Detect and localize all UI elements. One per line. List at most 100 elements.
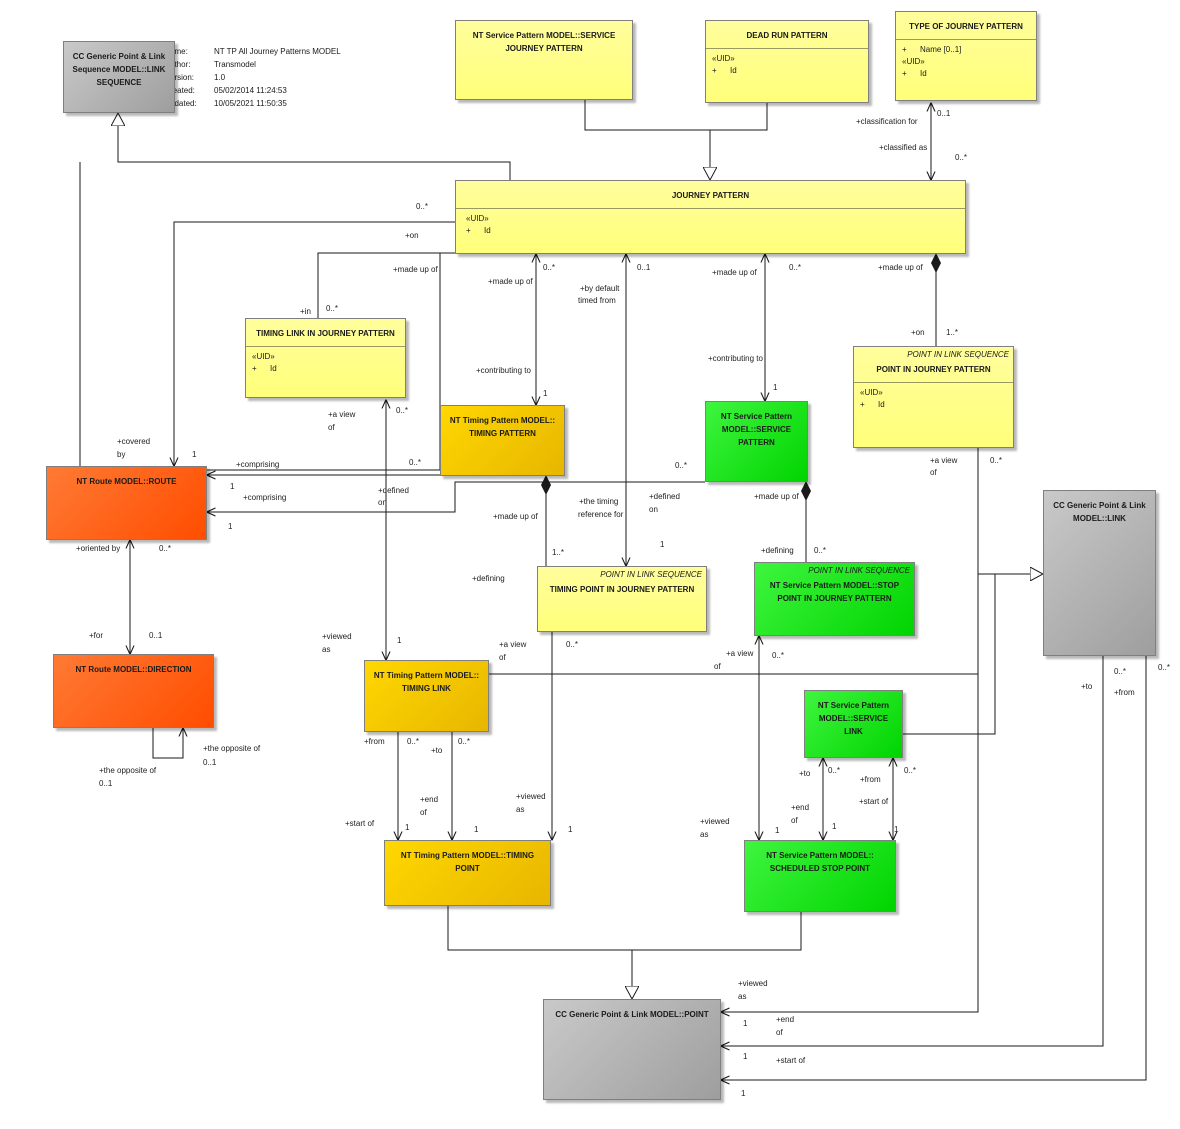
class-link-sequence[interactable]: CC Generic Point & Link Sequence MODEL::… bbox=[63, 41, 175, 113]
pinjp-view-of-point bbox=[721, 448, 979, 1012]
class-title: NT Route MODEL::ROUTE bbox=[76, 477, 177, 486]
role-label: +start of bbox=[776, 1056, 806, 1065]
multiplicity-label: 0..* bbox=[458, 737, 471, 746]
class-timing-pattern[interactable]: NT Timing Pattern MODEL:: TIMING PATTERN bbox=[440, 405, 565, 476]
uid-stereotype: «UID» bbox=[252, 352, 275, 361]
class-stop-point-in-journey-pattern[interactable]: POINT IN LINK SEQUENCE NT Service Patter… bbox=[754, 562, 915, 636]
multiplicity-label: 0..1 bbox=[937, 109, 951, 118]
multiplicity-label: 0..* bbox=[396, 406, 409, 415]
multiplicity-label: 0..* bbox=[904, 766, 917, 775]
class-scheduled-stop-point[interactable]: NT Service Pattern MODEL:: SCHEDULED STO… bbox=[744, 840, 896, 912]
class-title: CC Generic Point & Link MODEL::POINT bbox=[555, 1010, 709, 1019]
class-timing-link-in-journey-pattern[interactable]: TIMING LINK IN JOURNEY PATTERN «UID» + I… bbox=[245, 318, 406, 398]
role-label: +the opposite of bbox=[203, 744, 261, 753]
class-service-link[interactable]: NT Service Pattern MODEL::SERVICE LINK bbox=[804, 690, 903, 758]
attribute-name: + Name [0..1] bbox=[902, 45, 962, 54]
multiplicity-label: 1..* bbox=[946, 328, 959, 337]
multiplicity-label: 0..1 bbox=[149, 631, 163, 640]
role-label: +made up of bbox=[488, 277, 533, 286]
direction-opposite bbox=[152, 728, 183, 759]
role-label: +oriented by bbox=[76, 544, 121, 553]
role-label: of bbox=[930, 468, 937, 477]
jp-made-up-of-timing-links bbox=[317, 252, 455, 318]
class-title: JOURNEY PATTERN bbox=[456, 181, 965, 209]
class-route[interactable]: NT Route MODEL::ROUTE bbox=[46, 466, 207, 540]
attribute-id: + Id bbox=[860, 400, 885, 409]
generalization-jp-to-link-sequence bbox=[118, 113, 511, 180]
meta-author-key: uthor: bbox=[170, 60, 191, 69]
role-label: +made up of bbox=[878, 263, 923, 272]
multiplicity-label: 0..* bbox=[326, 304, 339, 313]
role-label: +from bbox=[1114, 688, 1135, 697]
class-direction[interactable]: NT Route MODEL::DIRECTION bbox=[53, 654, 214, 728]
role-label: +viewed bbox=[738, 979, 768, 988]
multiplicity-label: 0..* bbox=[1158, 663, 1171, 672]
multiplicity-label: 1 bbox=[741, 1089, 746, 1098]
role-label: by bbox=[117, 450, 126, 459]
class-service-pattern[interactable]: NT Service Pattern MODEL::SERVICE PATTER… bbox=[705, 401, 808, 482]
class-timing-link[interactable]: NT Timing Pattern MODEL:: TIMING LINK bbox=[364, 660, 489, 732]
role-label: of bbox=[791, 816, 798, 825]
class-point-in-journey-pattern[interactable]: POINT IN LINK SEQUENCE POINT IN JOURNEY … bbox=[853, 346, 1014, 448]
multiplicity-label: 0..* bbox=[416, 202, 429, 211]
generalization-dead-run bbox=[710, 103, 768, 131]
role-label: of bbox=[328, 423, 335, 432]
class-timing-point[interactable]: NT Timing Pattern MODEL::TIMING POINT bbox=[384, 840, 551, 906]
class-title: NT Route MODEL::DIRECTION bbox=[75, 665, 192, 674]
class-generic-link[interactable]: CC Generic Point & Link MODEL::LINK bbox=[1043, 490, 1156, 656]
multiplicity-label: 1 bbox=[743, 1019, 748, 1028]
role-label: of bbox=[776, 1028, 783, 1037]
multiplicity-label: 0..* bbox=[955, 153, 968, 162]
class-type-of-journey-pattern[interactable]: TYPE OF JOURNEY PATTERN + Name [0..1] «U… bbox=[895, 11, 1037, 101]
class-service-journey-pattern[interactable]: NT Service Pattern MODEL::SERVICE JOURNE… bbox=[455, 20, 633, 100]
role-label: +classification for bbox=[856, 117, 918, 126]
uid-stereotype: «UID» bbox=[902, 57, 925, 66]
multiplicity-label: 0..* bbox=[828, 766, 841, 775]
role-label: +defining bbox=[761, 546, 794, 555]
role-label: as bbox=[322, 645, 331, 654]
role-label: +defined bbox=[649, 492, 680, 501]
multiplicity-label: 0..* bbox=[409, 458, 422, 467]
role-label: +a view bbox=[726, 649, 754, 658]
class-title: NT Timing Pattern MODEL:: TIMING PATTERN bbox=[449, 416, 556, 438]
role-label: of bbox=[714, 662, 721, 671]
multiplicity-label: 1 bbox=[228, 522, 233, 531]
role-label: of bbox=[499, 653, 506, 662]
class-journey-pattern[interactable]: JOURNEY PATTERN «UID» + Id bbox=[455, 180, 966, 254]
meta-created: 05/02/2014 11:24:53 bbox=[214, 86, 287, 95]
role-label: timed from bbox=[578, 296, 616, 305]
role-label: +start of bbox=[859, 797, 889, 806]
multiplicity-label: 1 bbox=[192, 450, 197, 459]
role-label: +viewed bbox=[322, 632, 352, 641]
role-label: +end bbox=[776, 1015, 795, 1024]
role-label: as bbox=[700, 830, 709, 839]
multiplicity-label: 1 bbox=[743, 1052, 748, 1061]
class-generic-point[interactable]: CC Generic Point & Link MODEL::POINT bbox=[543, 999, 721, 1100]
role-label: +start of bbox=[345, 819, 375, 828]
meta-updated: 10/05/2021 11:50:35 bbox=[214, 99, 287, 108]
role-label: +for bbox=[89, 631, 104, 640]
class-title: NT Service Pattern MODEL::SERVICE PATTER… bbox=[720, 412, 793, 447]
multiplicity-label: 1 bbox=[894, 825, 899, 834]
role-label: +end bbox=[420, 795, 439, 804]
role-label: +covered bbox=[117, 437, 151, 446]
role-label: +made up of bbox=[754, 492, 799, 501]
class-title: TIMING POINT IN JOURNEY PATTERN bbox=[549, 585, 695, 594]
role-label: +comprising bbox=[236, 460, 280, 469]
link-to-point-end bbox=[721, 656, 1104, 1046]
class-dead-run-pattern[interactable]: DEAD RUN PATTERN «UID» + Id bbox=[705, 20, 869, 103]
role-label: +on bbox=[911, 328, 925, 337]
role-label: +a view bbox=[930, 456, 958, 465]
class-timing-point-in-journey-pattern[interactable]: POINT IN LINK SEQUENCE TIMING POINT IN J… bbox=[537, 566, 707, 632]
multiplicity-label: 1 bbox=[832, 822, 837, 831]
multiplicity-label: 0..* bbox=[543, 263, 556, 272]
role-label: +to bbox=[799, 769, 811, 778]
role-label: +end bbox=[791, 803, 810, 812]
role-label: +comprising bbox=[243, 493, 287, 502]
class-title: TYPE OF JOURNEY PATTERN bbox=[896, 12, 1036, 40]
meta-author: Transmodel bbox=[214, 60, 256, 69]
role-label: +the timing bbox=[579, 497, 619, 506]
role-label: +viewed bbox=[516, 792, 546, 801]
multiplicity-label: 0..* bbox=[789, 263, 802, 272]
